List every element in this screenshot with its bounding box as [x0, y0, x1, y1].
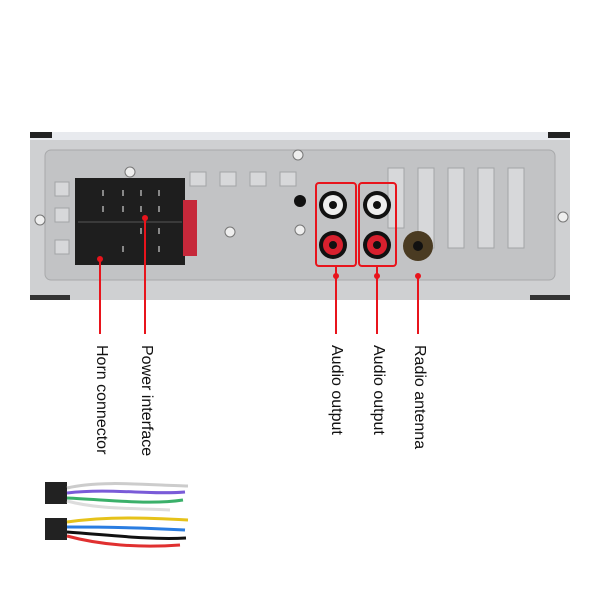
audio-output-label-2: Audio output — [370, 345, 387, 435]
rca-jacks — [319, 191, 391, 259]
horn-connector-label: Horn connector — [93, 345, 110, 455]
radio-antenna-label: Radio antenna — [411, 345, 428, 450]
wire-harness — [45, 482, 189, 548]
audio1-leader-line — [335, 266, 337, 334]
audio-output-label-1: Audio output — [328, 345, 345, 435]
horn-leader-line — [99, 259, 101, 334]
antenna-leader-line — [417, 276, 419, 334]
power-leader-line — [144, 218, 146, 334]
audio2-leader-line — [376, 266, 378, 334]
fuse — [183, 200, 197, 256]
power-interface-label: Power interface — [138, 345, 155, 457]
